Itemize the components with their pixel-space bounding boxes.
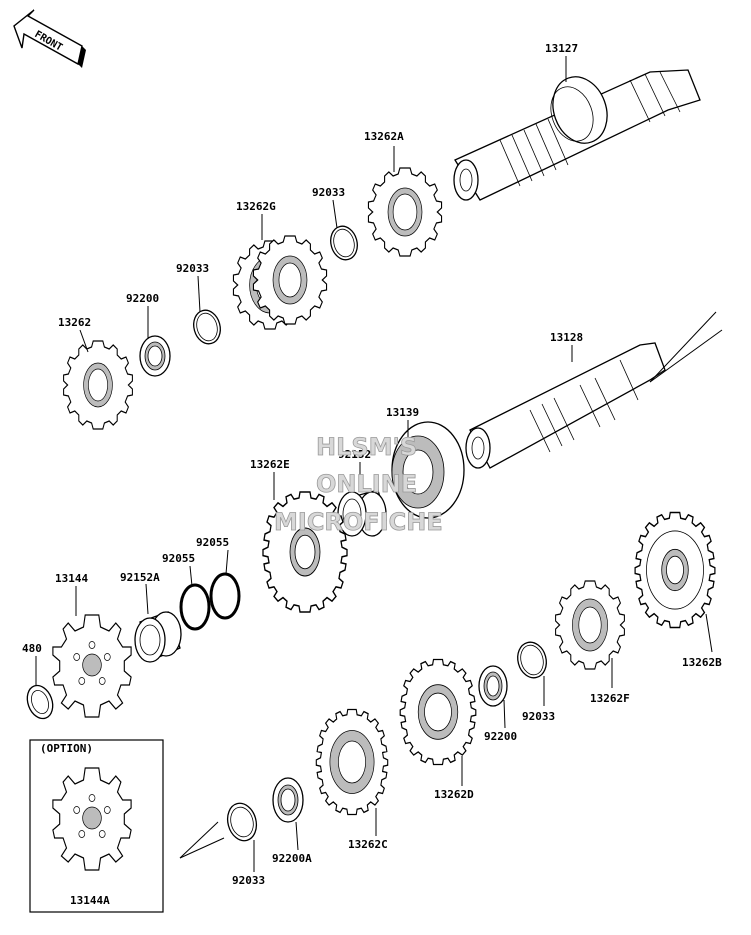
label-92055-b: 92055 [162, 552, 195, 565]
circlip-92033-d [179, 802, 258, 859]
washer-92200A [272, 777, 304, 823]
label-480: 480 [22, 642, 42, 655]
circlip-92033-c [517, 641, 547, 679]
label-92033-a: 92033 [312, 186, 345, 199]
label-92152: 92152 [338, 448, 371, 461]
washer-92200-a [139, 335, 171, 377]
label-13262G: 13262G [236, 200, 276, 213]
shaft-13127 [453, 69, 701, 201]
bushing-92152 [337, 489, 387, 537]
label-13139: 13139 [386, 406, 419, 419]
bushing-92152A [134, 611, 182, 663]
label-13262E: 13262E [250, 458, 290, 471]
label-92033-d: 92033 [232, 874, 265, 887]
watermark-line3: MICROFICHE [274, 508, 443, 536]
label-13144A: 13144A [70, 894, 110, 907]
circlip-480 [26, 684, 54, 720]
label-13262C: 13262C [348, 838, 388, 851]
watermark: HLSM'S ONLINE MICROFICHE [274, 433, 444, 537]
part-labels: 13127 13262A 92033 13262G 92033 92200 13… [22, 42, 722, 907]
gear-13262D [399, 658, 477, 766]
circlip-92033-b [193, 309, 221, 345]
leader-lines [35, 56, 713, 872]
gear-13262 [62, 340, 134, 430]
watermark-line1: HLSM'S [316, 433, 417, 461]
sprocket-13144A [52, 767, 132, 871]
label-13262D: 13262D [434, 788, 474, 801]
label-92200A: 92200A [272, 852, 312, 865]
gear-13139 [391, 421, 465, 519]
label-92200-a: 92200 [126, 292, 159, 305]
gear-13262A [367, 167, 443, 257]
gear-13262F [554, 580, 626, 670]
label-13144: 13144 [55, 572, 88, 585]
gear-13262B [634, 511, 716, 629]
watermark-line2: ONLINE [316, 470, 417, 498]
label-13262B: 13262B [682, 656, 722, 669]
label-13262F: 13262F [590, 692, 630, 705]
oring-92055-b [179, 583, 211, 631]
shaft-13128 [465, 311, 723, 469]
circlip-92033-a [330, 225, 358, 261]
gear-13262E [262, 491, 348, 613]
sprocket-13144 [52, 614, 132, 718]
label-92200-b: 92200 [484, 730, 517, 743]
label-92033-c: 92033 [522, 710, 555, 723]
front-arrow-icon: FRONT [13, 9, 86, 68]
label-13262A: 13262A [364, 130, 404, 143]
option-box: (OPTION) [29, 739, 164, 913]
label-92152A: 92152A [120, 571, 160, 584]
label-92055-a: 92055 [196, 536, 229, 549]
gear-13262C [315, 708, 389, 816]
label-92033-b: 92033 [176, 262, 209, 275]
option-label: (OPTION) [40, 742, 93, 755]
washer-92200-b [478, 665, 508, 707]
label-13128: 13128 [550, 331, 583, 344]
label-13262: 13262 [58, 316, 91, 329]
label-13127: 13127 [545, 42, 578, 55]
oring-92055-a [209, 572, 241, 620]
